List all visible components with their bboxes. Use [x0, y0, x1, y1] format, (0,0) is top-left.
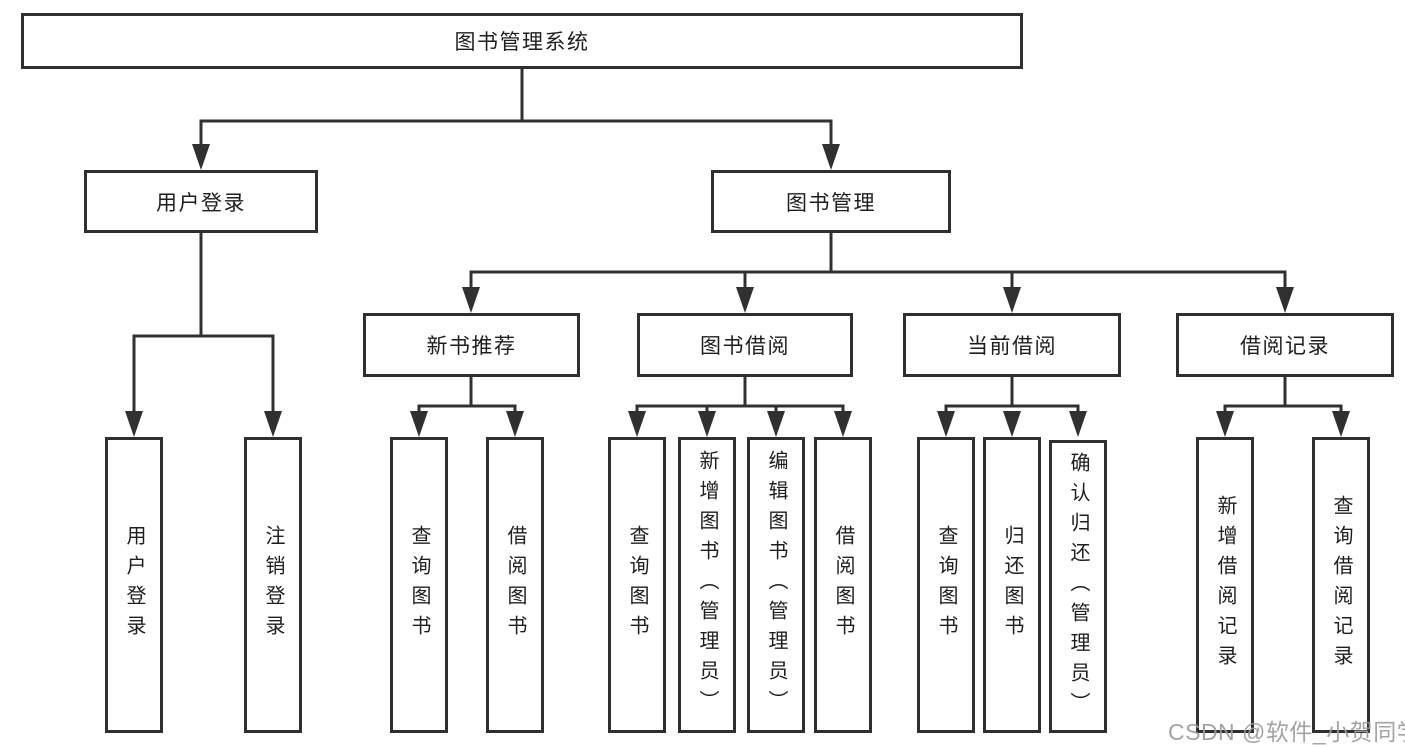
leaf-borrow-edit-book-admin-label: 编辑图书（管理员）	[765, 450, 787, 720]
leaf-records-add-record-label: 新增借阅记录	[1214, 495, 1236, 675]
csdn-watermark-text: CSDN @软件_小贺同学	[1168, 719, 1405, 745]
leaf-borrow-borrow-book-label: 借阅图书	[832, 525, 854, 645]
node-user-login: 用户登录	[84, 170, 318, 233]
leaf-borrow-edit-book-admin: 编辑图书（管理员）	[747, 437, 805, 733]
leaf-current-confirm-return-admin-label: 确认归还（管理员）	[1067, 451, 1089, 722]
leaf-user-login: 用户登录	[105, 437, 163, 733]
node-user-login-label: 用户登录	[156, 191, 246, 215]
leaf-current-return-book: 归还图书	[983, 437, 1041, 733]
node-new-book-recommend-label: 新书推荐	[426, 335, 517, 358]
leaf-logout: 注销登录	[244, 437, 302, 733]
node-borrow-records: 借阅记录	[1176, 313, 1394, 377]
node-book-management-label: 图书管理	[786, 191, 876, 215]
node-book-borrow: 图书借阅	[637, 313, 853, 377]
node-borrow-records-label: 借阅记录	[1240, 335, 1330, 358]
leaf-records-query-record: 查询借阅记录	[1312, 437, 1370, 733]
leaf-recommend-query-book-label: 查询图书	[408, 525, 430, 645]
leaf-borrow-query-book: 查询图书	[608, 437, 666, 733]
leaf-logout-label: 注销登录	[262, 525, 284, 645]
leaf-recommend-borrow-book: 借阅图书	[486, 437, 544, 733]
leaf-current-confirm-return-admin: 确认归还（管理员）	[1049, 440, 1107, 733]
connector-paths	[132, 66, 1343, 415]
leaf-user-login-label: 用户登录	[123, 525, 145, 645]
connector-arrowheads	[125, 144, 1350, 437]
leaf-records-query-record-label: 查询借阅记录	[1330, 495, 1352, 675]
node-book-borrow-label: 图书借阅	[700, 335, 790, 358]
node-book-management: 图书管理	[711, 170, 951, 233]
node-root-system-label: 图书管理系统	[454, 31, 590, 54]
node-current-borrow: 当前借阅	[903, 313, 1121, 377]
leaf-current-query-book: 查询图书	[917, 437, 975, 733]
node-current-borrow-label: 当前借阅	[967, 335, 1057, 358]
csdn-watermark: CSDN @软件_小贺同学	[1168, 713, 1405, 747]
leaf-records-add-record: 新增借阅记录	[1196, 437, 1254, 733]
leaf-current-query-book-label: 查询图书	[935, 525, 957, 645]
leaf-current-return-book-label: 归还图书	[1001, 525, 1023, 645]
leaf-borrow-add-book-admin-label: 新增图书（管理员）	[696, 450, 718, 720]
node-new-book-recommend: 新书推荐	[363, 313, 580, 377]
leaf-borrow-add-book-admin: 新增图书（管理员）	[678, 437, 736, 733]
leaf-borrow-borrow-book: 借阅图书	[814, 437, 872, 733]
leaf-borrow-query-book-label: 查询图书	[626, 525, 648, 645]
leaf-recommend-query-book: 查询图书	[390, 437, 448, 733]
node-root-system: 图书管理系统	[21, 13, 1023, 69]
leaf-recommend-borrow-book-label: 借阅图书	[504, 525, 526, 645]
